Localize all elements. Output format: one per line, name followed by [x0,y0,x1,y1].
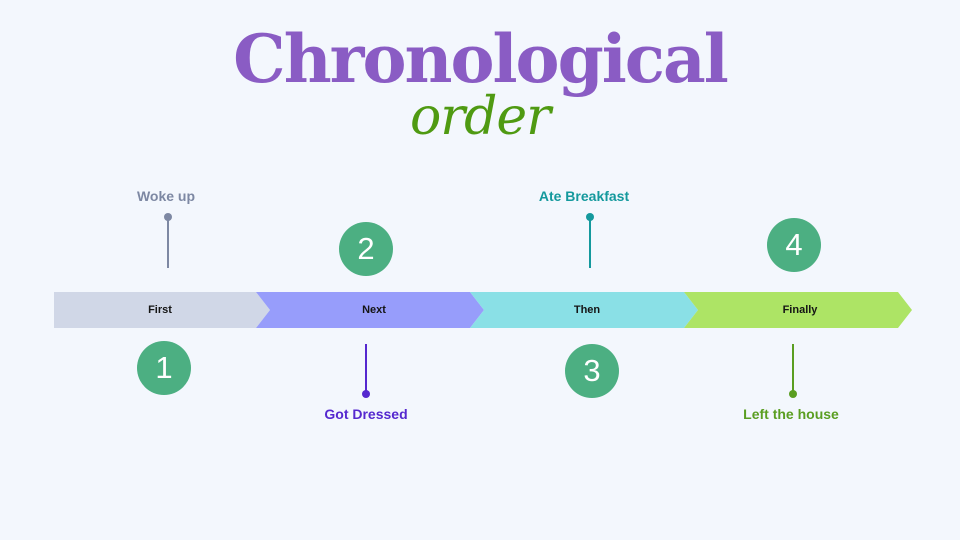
page-subtitle: order [409,87,551,147]
timeline-segment-finally [684,292,912,328]
event-label-ate-breakfast: Ate Breakfast [538,188,630,204]
event-label-got-dressed: Got Dressed [324,406,408,422]
timeline-segment-next [256,292,484,328]
stage-label-first: First [148,304,172,316]
event-label-woke-up: Woke up [136,188,196,204]
stage-label-finally: Finally [782,304,818,316]
event-pin-dot-2 [362,390,370,398]
stage-label-then: Then [573,304,601,316]
step-badge-3: 3 [565,344,619,398]
event-pin-line-1 [167,217,169,268]
timeline-segment-then [470,292,698,328]
event-pin-line-2 [365,344,367,394]
event-label-left-the-house: Left the house [743,406,839,422]
page-title: Chronological [233,20,729,98]
step-badge-4: 4 [767,218,821,272]
event-pin-line-4 [792,344,794,394]
event-pin-dot-4 [789,390,797,398]
timeline-band [54,292,912,328]
timeline-segment-first [54,292,270,328]
stage-label-next: Next [362,304,386,316]
step-badge-1: 1 [137,341,191,395]
step-badge-2: 2 [339,222,393,276]
event-pin-line-3 [589,217,591,268]
